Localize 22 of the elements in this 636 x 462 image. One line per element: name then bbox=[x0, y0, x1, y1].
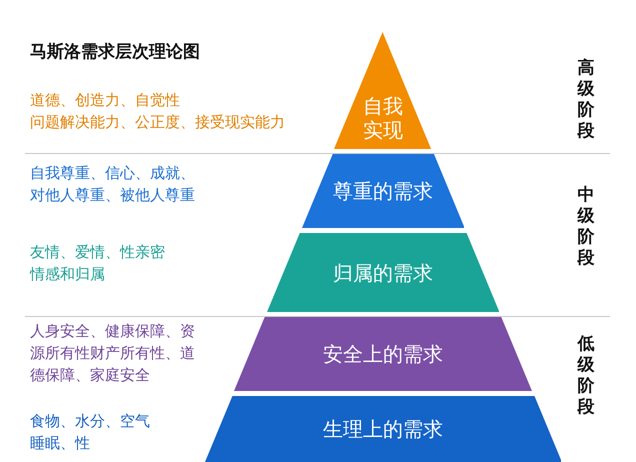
pyramid-tier bbox=[302, 154, 464, 228]
pyramid-tier bbox=[266, 233, 500, 312]
description-text: 自我尊重、信心、成就、对他人尊重、被他人尊重 bbox=[30, 163, 196, 206]
stage-label: 低级阶段 bbox=[577, 334, 595, 418]
pyramid-tier bbox=[234, 317, 532, 391]
description-text: 人身安全、健康保障、资源所有性财产所有性、道德保障、家庭安全 bbox=[30, 321, 196, 386]
description-text: 食物、水分、空气 bbox=[30, 411, 150, 432]
pyramid-triangle bbox=[334, 32, 432, 149]
description-text: 道德、创造力、自觉性 bbox=[30, 90, 180, 111]
description-text: 问题解决能力、公正度、接受现实能力 bbox=[30, 112, 285, 133]
description-text: 情感和归属 bbox=[30, 264, 105, 285]
tier-label: 自我实现 bbox=[362, 94, 404, 142]
stage-label: 中级阶段 bbox=[577, 185, 595, 269]
pyramid-tier bbox=[204, 396, 562, 462]
tier-label: 安全上的需求 bbox=[322, 342, 444, 366]
description-text: 睡眠、性 bbox=[30, 433, 90, 454]
title: 马斯洛需求层次理论图 bbox=[30, 41, 200, 63]
stage-label: 高级阶段 bbox=[577, 58, 595, 142]
tier-label: 尊重的需求 bbox=[332, 179, 434, 203]
tier-label: 归属的需求 bbox=[332, 260, 434, 284]
tier-label: 生理上的需求 bbox=[322, 417, 444, 441]
description-text: 友情、爱情、性亲密 bbox=[30, 242, 165, 263]
